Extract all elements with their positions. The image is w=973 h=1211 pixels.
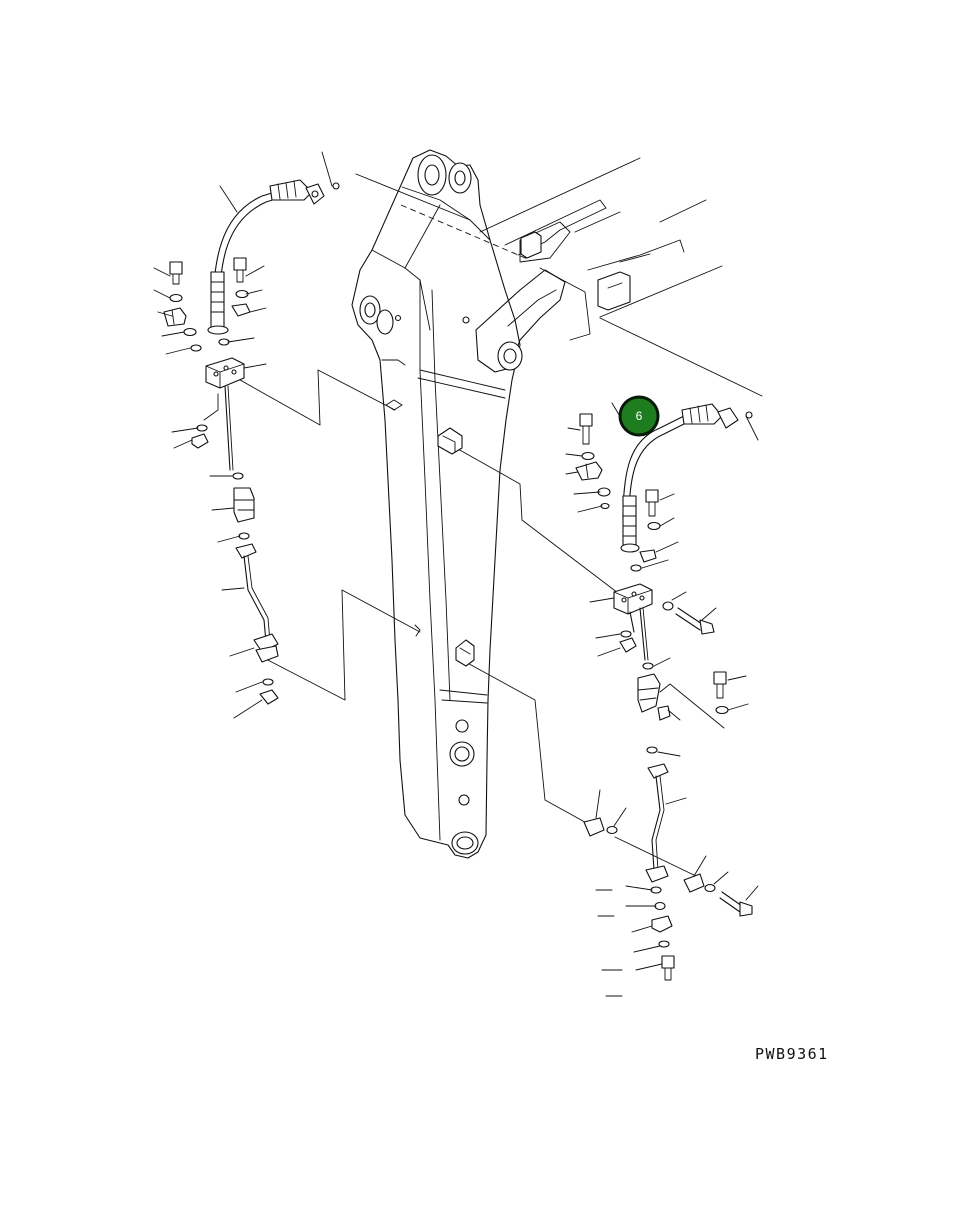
callout-6-bubble[interactable] <box>618 395 660 437</box>
left-hose-assembly <box>163 179 340 705</box>
boom-side-clamps <box>437 427 475 667</box>
routing-guide-lines <box>216 173 763 879</box>
left-leader-lines <box>153 151 333 719</box>
callout-ring <box>618 395 660 437</box>
callout-6-label[interactable]: 6 <box>635 409 643 423</box>
upper-structure <box>479 157 723 341</box>
boom-body <box>351 149 521 859</box>
right-hose-assembly <box>575 403 753 981</box>
boom-cylinder-bracket <box>475 269 566 373</box>
drawing-reference-code: PWB9361 <box>755 1045 829 1063</box>
